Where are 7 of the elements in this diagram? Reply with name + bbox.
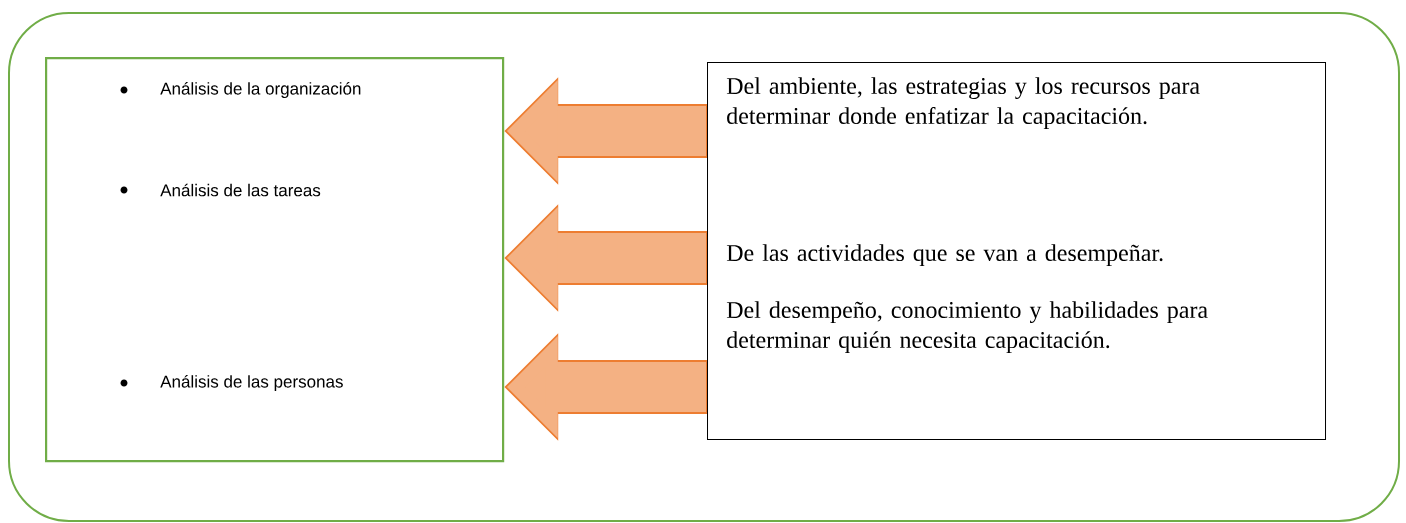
paragraph: Del ambiente, las estrategias y los recursos para determinar donde enfatizar la capacitación. (726, 77, 1200, 129)
outer-frame (8, 12, 1400, 522)
paragraph: Del desempeño, conocimiento y habilidades para determinar quién necesita capacitación. (726, 301, 1208, 353)
list-item: Análisis de la organización (160, 82, 361, 99)
list-item: Análisis de las tareas (160, 183, 321, 197)
list-item: Análisis de las personas (160, 375, 343, 392)
paragraph: De las actividades que se van a desempeñar. (726, 244, 1163, 266)
